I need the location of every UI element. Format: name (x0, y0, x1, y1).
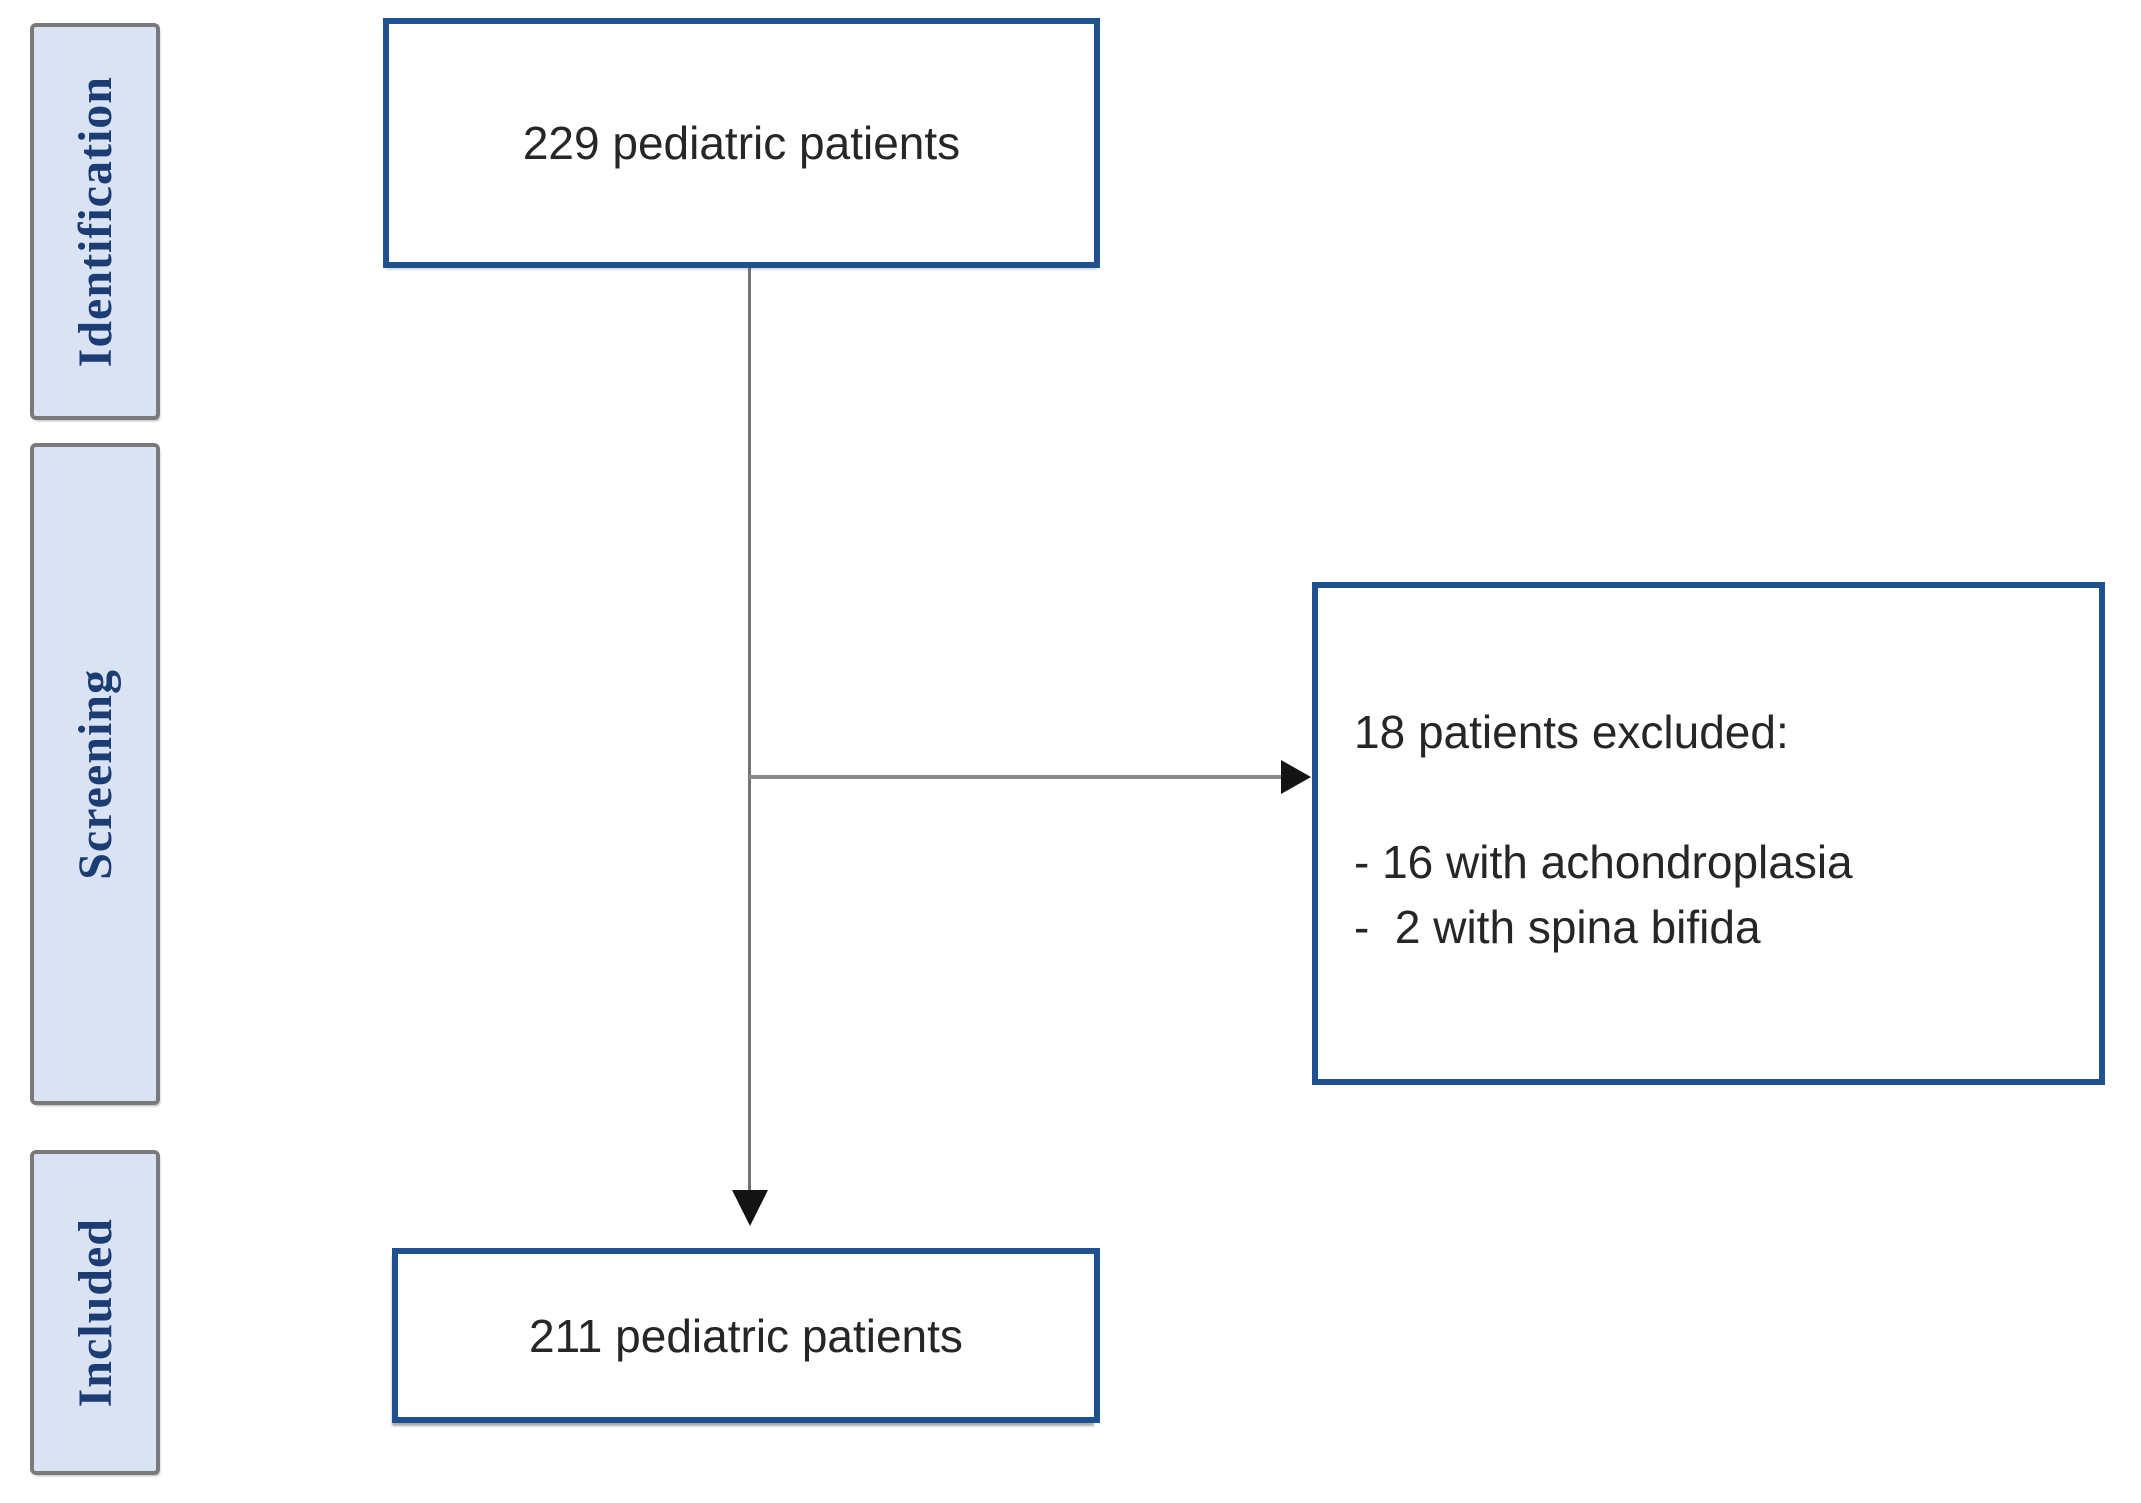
stage-label-identification: Identification (68, 75, 122, 368)
connector-horizontal-line (749, 775, 1282, 779)
node-identified-patients: 229 pediatric patients (383, 18, 1100, 268)
excluded-item-spina-bifida: - 2 with spina bifida (1354, 901, 1761, 953)
included-patients-text: 211 pediatric patients (529, 1309, 963, 1362)
excluded-item-achondroplasia: - 16 with achondroplasia (1354, 836, 1853, 888)
stage-box-included: Included (30, 1150, 160, 1475)
arrowhead-down-icon (732, 1190, 768, 1226)
node-excluded-patients: 18 patients excluded: - 16 with achondro… (1312, 582, 2105, 1085)
stage-label-screening: Screening (68, 668, 122, 880)
stage-box-identification: Identification (30, 23, 160, 420)
stage-label-included: Included (68, 1217, 122, 1408)
identified-patients-text: 229 pediatric patients (522, 117, 961, 169)
excluded-title-text: 18 patients excluded: (1354, 706, 1789, 758)
stage-box-screening: Screening (30, 443, 160, 1105)
connector-vertical-line (748, 268, 751, 1190)
arrowhead-right-icon (1281, 760, 1311, 794)
node-included-patients: 211 pediatric patients (392, 1248, 1100, 1423)
